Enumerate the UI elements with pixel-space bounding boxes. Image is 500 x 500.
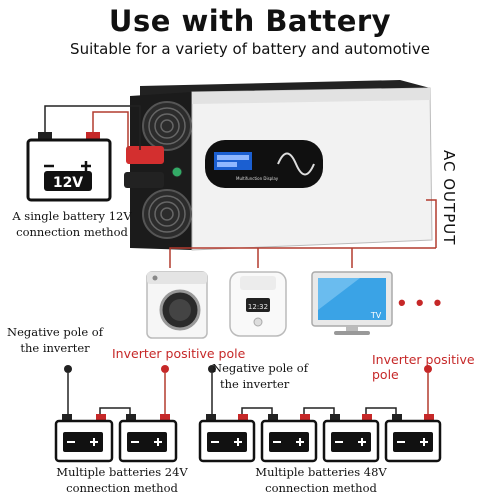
tv-label: TV [370, 311, 382, 320]
negative-pole-label-24v: Negative pole of the inverter [0, 324, 110, 356]
caption-line: connection method [16, 225, 128, 239]
washing-machine-icon [146, 271, 208, 339]
caption-line: Multiple batteries 48V [255, 465, 387, 479]
single-battery [26, 132, 112, 202]
battery-voltage-badge: 12V [53, 175, 83, 191]
display-label: Multifunction Display [236, 176, 279, 181]
inverter-unit: Multifunction Display [124, 80, 433, 251]
sine-wave-icon [277, 152, 315, 176]
caption-48v: Multiple batteries 48V connection method [246, 464, 396, 496]
battery-icon [384, 414, 442, 463]
positive-pole-label-48v: Inverter positive pole [372, 352, 475, 382]
label-line: Negative pole of [212, 361, 308, 375]
caption-line: A single battery 12V [12, 209, 132, 223]
battery-icon [198, 414, 256, 463]
caption-line: Multiple batteries 24V [56, 465, 188, 479]
battery-icon [54, 414, 114, 463]
label-line: the inverter [220, 377, 290, 391]
microwave-display: 12:32 [248, 303, 268, 311]
single-battery-caption: A single battery 12V connection method [4, 208, 140, 240]
battery-icon [260, 414, 318, 463]
lcd-screen [214, 152, 252, 170]
caption-line: connection method [66, 481, 178, 495]
negative-terminal-cap [124, 172, 164, 188]
battery-icon [322, 414, 380, 463]
fan-icon [142, 101, 192, 151]
caption-24v: Multiple batteries 24V connection method [52, 464, 192, 496]
tv-icon [311, 271, 393, 335]
microwave-icon [229, 271, 287, 337]
label-line: Negative pole of [7, 325, 103, 339]
positive-terminal-cap [126, 146, 164, 164]
positive-pole-label-24v: Inverter positive pole [112, 346, 246, 361]
fan-icon [142, 189, 192, 239]
caption-line: connection method [265, 481, 377, 495]
more-appliances: • • • [398, 290, 444, 315]
negative-pole-label-48v: Negative pole of the inverter [212, 360, 324, 392]
page-title: Use with Battery [108, 4, 392, 38]
label-line: the inverter [20, 341, 90, 355]
page-subtitle: Suitable for a variety of battery and au… [70, 40, 430, 58]
ac-output-label: AC OUTPUT [440, 150, 458, 246]
battery-icon [118, 414, 178, 463]
